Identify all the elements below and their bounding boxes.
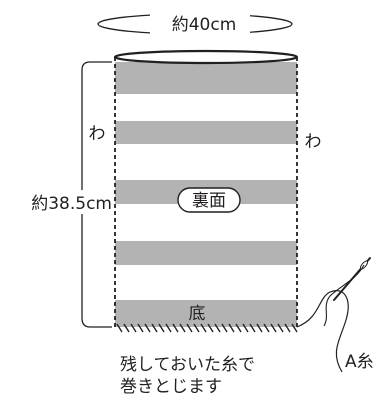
- yarn-strand-return: [323, 264, 365, 327]
- whip-stitch: [165, 323, 172, 333]
- whip-stitch: [186, 323, 193, 333]
- tube-top-opening: [113, 49, 299, 65]
- height-label: 約38.5cm: [31, 194, 112, 214]
- instruction-line-1: 残しておいた糸で: [120, 355, 255, 375]
- whip-stitch: [235, 323, 242, 333]
- whip-stitch: [263, 323, 270, 333]
- whip-stitch: [200, 323, 207, 333]
- whip-stitch: [221, 323, 228, 333]
- whip-stitch: [123, 323, 130, 333]
- instruction-note: 残しておいた糸で 巻きとじます: [120, 354, 255, 398]
- whip-stitch: [144, 323, 151, 333]
- circumference-indicator: [97, 12, 293, 36]
- stripe-2: [115, 121, 297, 144]
- stripe-1: [115, 62, 297, 94]
- whip-stitch: [193, 323, 200, 333]
- whip-stitch: [130, 323, 137, 333]
- fold-label-right: わ: [305, 132, 322, 152]
- yarn-label: A糸: [345, 352, 374, 372]
- whip-stitch: [116, 323, 123, 333]
- whip-stitch: [284, 323, 291, 333]
- whip-stitch: [207, 323, 214, 333]
- whip-stitch: [228, 323, 235, 333]
- stripe-bottom: [115, 300, 297, 327]
- reverse-side-label: 裏面: [192, 190, 226, 211]
- whip-stitch: [214, 323, 221, 333]
- circumference-label: 約40cm: [172, 15, 237, 35]
- whip-stitch: [249, 323, 256, 333]
- instruction-line-2: 巻きとじます: [120, 377, 222, 397]
- whip-stitch: [158, 323, 165, 333]
- whip-stitch: [179, 323, 186, 333]
- reverse-side-badge: [177, 187, 241, 213]
- whip-stitch: [137, 323, 144, 333]
- whip-stitch: [256, 323, 263, 333]
- whip-stitch-seam: [116, 323, 298, 333]
- fold-label-left: わ: [89, 124, 106, 144]
- whip-stitch: [242, 323, 249, 333]
- whip-stitch: [270, 323, 277, 333]
- stripe-4: [115, 241, 297, 265]
- whip-stitch: [172, 323, 179, 333]
- whip-stitch: [151, 323, 158, 333]
- bottom-label: 底: [189, 304, 206, 324]
- whip-stitch: [277, 323, 284, 333]
- whip-stitch: [291, 323, 298, 333]
- yarn-strand: [296, 290, 349, 373]
- knitted-tube: [113, 49, 299, 327]
